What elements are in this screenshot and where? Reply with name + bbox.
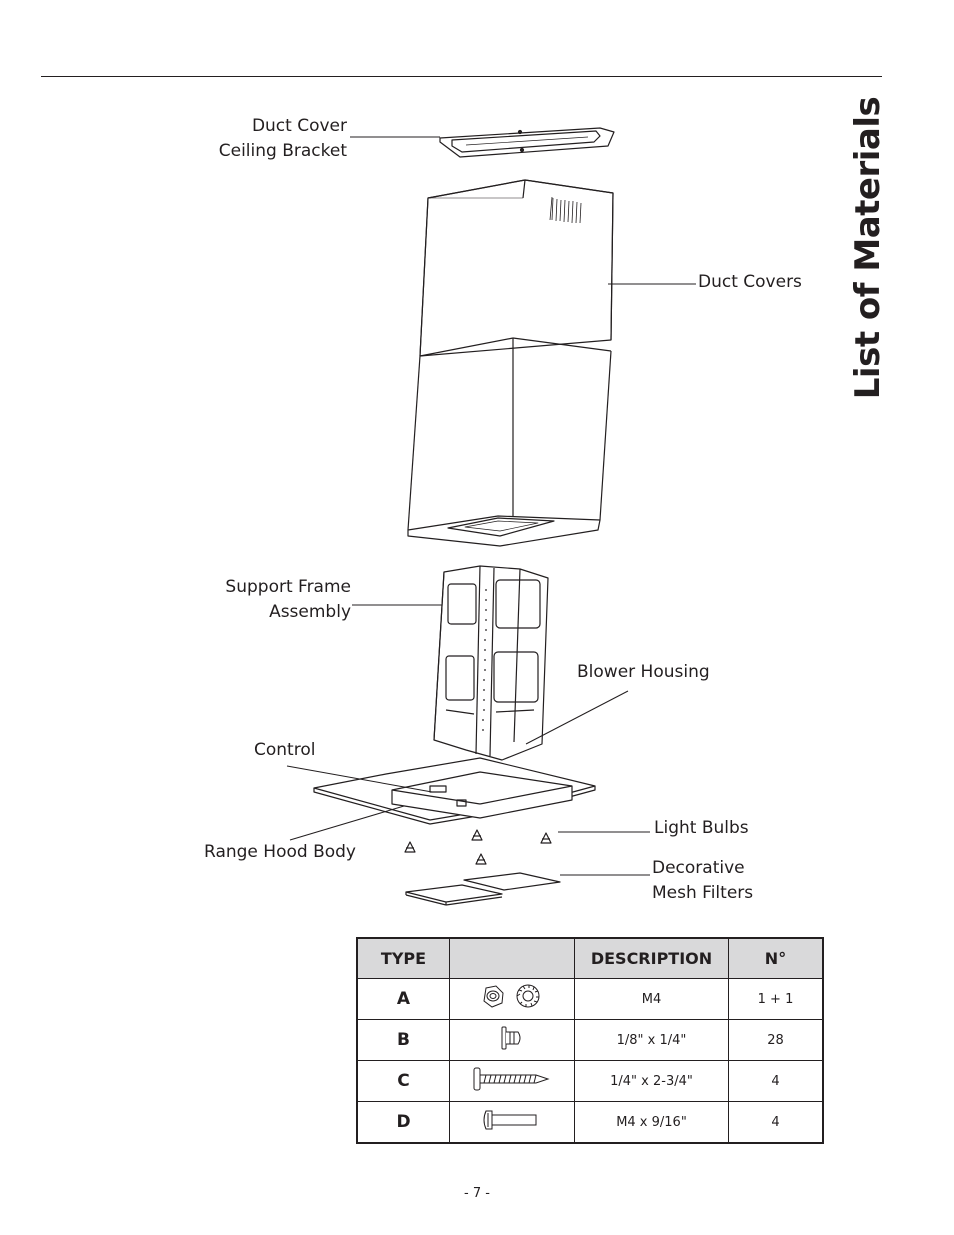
duct-cover-ceiling-bracket — [439, 127, 615, 158]
row-description: 1/4" x 2-3/4" — [574, 1060, 729, 1102]
mesh-filters-drawing — [405, 872, 561, 906]
light-bulbs-drawing — [404, 829, 552, 865]
table-row: B 1/8" x 1/4" 28 — [356, 1019, 824, 1061]
parts-table: TYPE DESCRIPTION N° A M4 1 + 1 B — [356, 937, 824, 1144]
label-duct-covers: Duct Covers — [698, 272, 802, 292]
row-description: 1/8" x 1/4" — [574, 1019, 729, 1061]
short-screw-icon — [449, 1019, 575, 1061]
row-quantity: 4 — [728, 1060, 824, 1102]
leader-blower — [525, 690, 629, 745]
row-type: A — [356, 978, 450, 1020]
label-range-hood-body: Range Hood Body — [204, 842, 356, 862]
range-hood-body-drawing — [313, 757, 596, 825]
label-light-bulbs: Light Bulbs — [654, 818, 749, 838]
duct-covers-drawing — [407, 179, 614, 547]
machine-bolt-icon — [449, 1101, 575, 1144]
row-quantity: 28 — [728, 1019, 824, 1061]
row-type: C — [356, 1060, 450, 1102]
leader-range-hood — [289, 805, 405, 841]
label-blower-housing: Blower Housing — [577, 662, 710, 682]
wood-screw-icon — [449, 1060, 575, 1102]
leader-control — [286, 765, 433, 793]
row-type: D — [356, 1101, 450, 1144]
label-support-frame: Support Frame Assembly — [225, 577, 351, 622]
page-number: - 7 - — [464, 1186, 490, 1201]
header-image — [449, 937, 575, 979]
top-rule — [41, 76, 882, 77]
label-duct-cover-bracket: Duct Cover Ceiling Bracket — [218, 116, 347, 161]
row-type: B — [356, 1019, 450, 1061]
table-row: C 1/4" x 2-3/4" 4 — [356, 1060, 824, 1102]
header-type: TYPE — [356, 937, 450, 979]
support-frame-drawing — [433, 565, 549, 761]
row-quantity: 1 + 1 — [728, 978, 824, 1020]
header-quantity: N° — [728, 937, 824, 979]
label-control: Control — [254, 740, 316, 760]
header-description: DESCRIPTION — [574, 937, 729, 979]
row-description: M4 — [574, 978, 729, 1020]
row-quantity: 4 — [728, 1101, 824, 1144]
label-mesh-filters: Decorative Mesh Filters — [652, 858, 754, 903]
row-description: M4 x 9/16" — [574, 1101, 729, 1144]
table-header-row: TYPE DESCRIPTION N° — [356, 937, 824, 979]
table-row: A M4 1 + 1 — [356, 978, 824, 1020]
nut-and-washer-icon — [449, 978, 575, 1020]
table-row: D M4 x 9/16" 4 — [356, 1101, 824, 1144]
